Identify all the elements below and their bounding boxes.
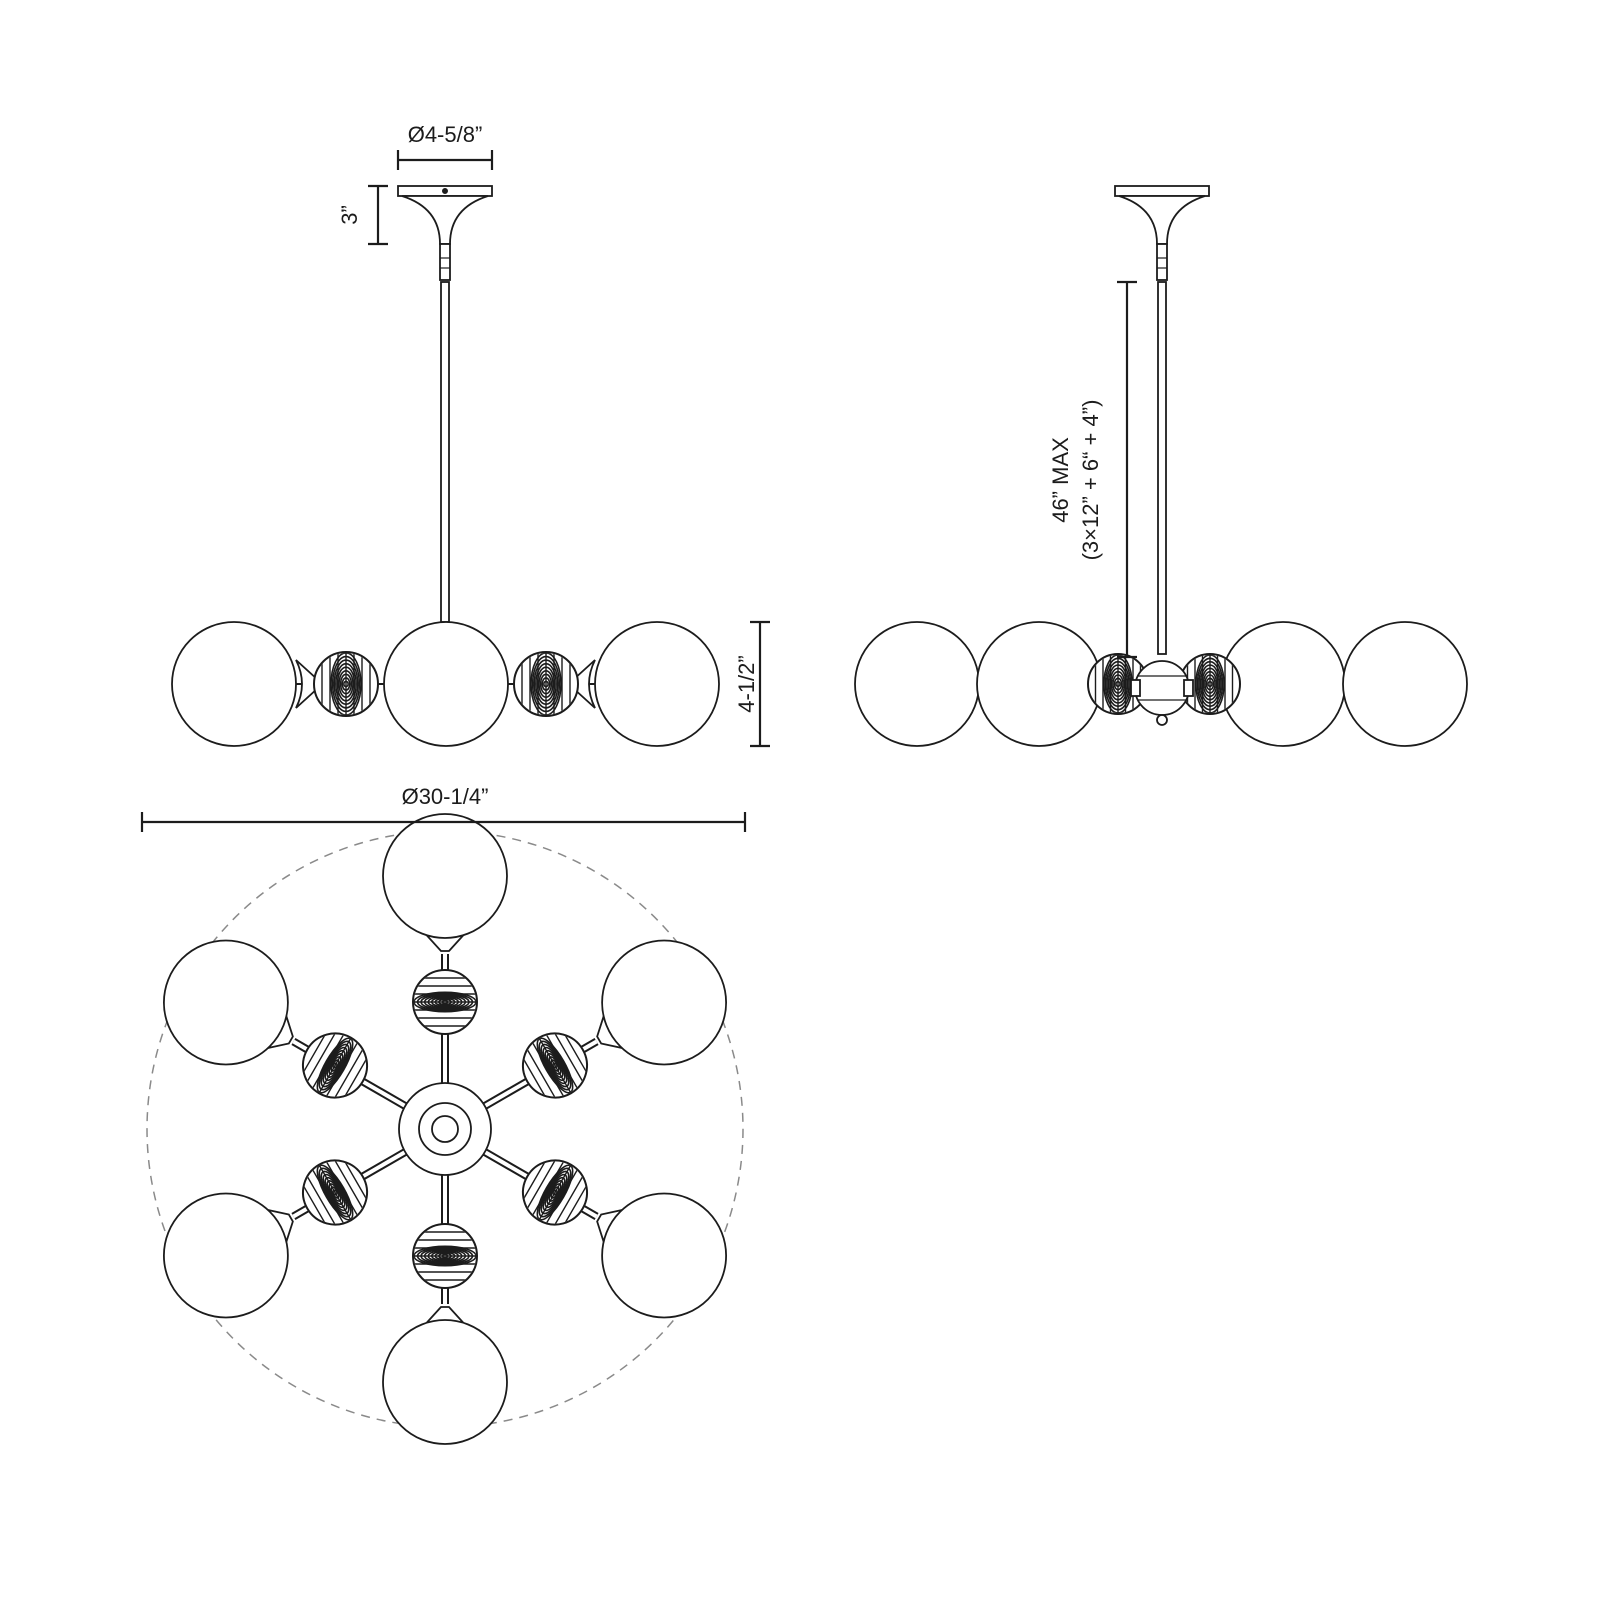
side-ribbed-ball-right	[1179, 653, 1241, 715]
side-hub	[1134, 660, 1190, 716]
top-ribbed-ball-lower-right	[517, 1152, 593, 1233]
front-ribbed-ball-right	[513, 651, 579, 717]
dimension-lines	[140, 150, 1137, 832]
side-globe-1	[854, 621, 980, 747]
side-globe-2	[976, 621, 1102, 747]
top-arm-bottom	[382, 1169, 508, 1445]
top-arm-lower-right	[477, 1145, 728, 1319]
top-ribbed-ball-top	[412, 969, 478, 1035]
max-height-label-line1: 46” MAX	[1048, 437, 1073, 523]
front-globe-left	[171, 621, 297, 747]
front-globe-center	[383, 621, 509, 747]
top-arm-upper-left	[162, 939, 413, 1113]
max-height-label-line2: (3×12” + 6“ + 4”)	[1078, 400, 1103, 561]
canopy-diameter-label: Ø4-5/8”	[408, 122, 483, 147]
top-arm-upper-right	[477, 939, 728, 1113]
top-ribbed-ball-upper-left	[297, 1025, 373, 1106]
side-canopy	[1114, 185, 1210, 281]
side-globe-4	[1342, 621, 1468, 747]
top-ribbed-ball-upper-right	[517, 1025, 593, 1106]
front-stem	[440, 281, 450, 623]
top-ribbed-ball-lower-left	[297, 1152, 373, 1233]
side-ribbed-ball-left	[1087, 653, 1149, 715]
top-arm-top	[382, 813, 508, 1089]
front-canopy	[397, 185, 493, 281]
top-ribbed-ball-bottom	[412, 1223, 478, 1289]
front-view	[171, 185, 720, 747]
overall-diameter-label: Ø30-1/4”	[402, 784, 489, 809]
front-ribbed-ball-left	[313, 651, 379, 717]
top-arm-lower-left	[162, 1145, 413, 1319]
side-stem	[1157, 281, 1167, 655]
top-view	[146, 813, 744, 1445]
body-height-label: 4-1/2”	[734, 655, 759, 712]
front-globe-right	[594, 621, 720, 747]
side-view	[854, 185, 1468, 747]
canopy-height-label: 3”	[337, 205, 362, 225]
